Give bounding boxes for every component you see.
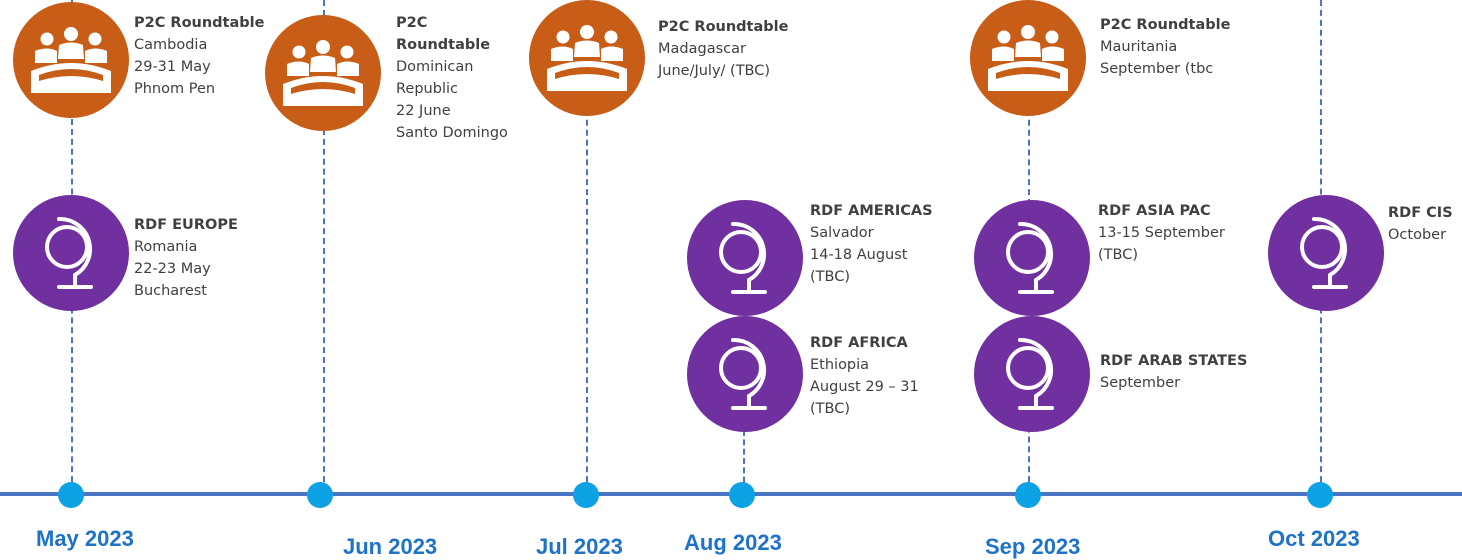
event-title: P2C Roundtable	[134, 15, 265, 31]
event-rdf-asiapac: RDF ASIA PAC 13-15 September (TBC)	[1098, 200, 1225, 266]
event-rdf-cis: RDF CIS October	[1388, 202, 1453, 246]
event-line: Dominican	[396, 59, 474, 75]
month-label-jul: Jul 2023	[536, 534, 623, 559]
rdf-cis-circle	[1268, 195, 1384, 311]
globe-icon	[1006, 221, 1054, 294]
event-line: Mauritania	[1100, 39, 1178, 55]
event-line: September	[1100, 375, 1181, 391]
event-rdf-europe: RDF EUROPE Romania 22-23 May Bucharest	[134, 214, 238, 302]
event-line: 14-18 August	[810, 247, 908, 263]
p2c-madagascar-circle	[529, 0, 645, 116]
month-label-sep: Sep 2023	[985, 534, 1081, 559]
event-line: 22 June	[396, 103, 451, 119]
event-title: RDF AMERICAS	[810, 203, 933, 219]
event-title: Roundtable	[396, 37, 491, 53]
month-label-jun: Jun 2023	[343, 534, 438, 559]
event-line: 22-23 May	[134, 261, 211, 277]
event-line: August 29 – 31	[810, 379, 919, 395]
event-line: October	[1388, 227, 1447, 243]
event-line: Romania	[134, 239, 198, 255]
p2c-mauritania-circle	[970, 0, 1086, 116]
p2c-cambodia-circle	[13, 2, 129, 118]
event-title: RDF ARAB STATES	[1100, 353, 1248, 369]
event-line: Salvador	[810, 225, 874, 241]
rdf-europe-circle	[13, 195, 129, 311]
event-title: P2C Roundtable	[658, 19, 789, 35]
event-p2c-dominican: P2C Roundtable Dominican Republic 22 Jun…	[396, 12, 508, 144]
people-icon	[547, 25, 627, 91]
rdf-asiapac-circle	[974, 200, 1090, 316]
event-rdf-africa: RDF AFRICA Ethiopia August 29 – 31 (TBC)	[810, 332, 919, 420]
event-p2c-cambodia: P2C Roundtable Cambodia 29-31 May Phnom …	[134, 12, 264, 100]
p2c-dominican-circle	[265, 15, 381, 131]
event-line: September (tbc	[1100, 61, 1214, 77]
event-rdf-arab: RDF ARAB STATES September	[1100, 350, 1247, 394]
globe-icon	[1300, 216, 1348, 289]
event-title: RDF CIS	[1388, 205, 1453, 221]
event-line: 13-15 September	[1098, 225, 1225, 241]
event-rdf-americas: RDF AMERICAS Salvador 14-18 August (TBC)	[810, 200, 933, 288]
event-line: Republic	[396, 81, 458, 97]
rdf-arab-circle	[974, 316, 1090, 432]
event-line: (TBC)	[810, 401, 850, 417]
rdf-africa-circle	[687, 316, 803, 432]
globe-icon	[719, 337, 767, 410]
event-title: RDF ASIA PAC	[1098, 203, 1211, 219]
event-line: (TBC)	[810, 269, 850, 285]
month-label-may: May 2023	[36, 526, 134, 551]
event-title: RDF AFRICA	[810, 335, 908, 351]
timeline-dot-jun	[307, 482, 333, 508]
event-line: Ethiopia	[810, 357, 870, 373]
globe-icon	[45, 216, 93, 289]
timeline-dot-oct	[1307, 482, 1333, 508]
event-line: Madagascar	[658, 41, 746, 57]
month-label-aug: Aug 2023	[684, 530, 782, 555]
globe-icon	[1006, 337, 1054, 410]
event-line: (TBC)	[1098, 247, 1138, 263]
event-line: Santo Domingo	[396, 125, 508, 141]
event-line: Phnom Pen	[134, 81, 216, 97]
month-label-oct: Oct 2023	[1268, 526, 1360, 551]
event-line: Cambodia	[134, 37, 208, 53]
people-icon	[283, 40, 363, 106]
globe-icon	[719, 221, 767, 294]
timeline-dot-aug	[729, 482, 755, 508]
timeline-dot-jul	[573, 482, 599, 508]
connector-aug	[743, 430, 745, 492]
people-icon	[988, 25, 1068, 91]
event-line: 29-31 May	[134, 59, 211, 75]
event-p2c-mauritania: P2C Roundtable Mauritania September (tbc	[1100, 14, 1230, 80]
timeline-dot-sep	[1015, 482, 1041, 508]
rdf-americas-circle	[687, 200, 803, 316]
event-line: June/July/ (TBC)	[658, 63, 771, 79]
connector-jun	[323, 0, 325, 492]
connector-jul	[586, 100, 588, 492]
event-title: P2C	[396, 15, 428, 31]
event-line: Bucharest	[134, 283, 207, 299]
event-p2c-madagascar: P2C Roundtable Madagascar June/July/ (TB…	[658, 16, 788, 82]
people-icon	[31, 27, 111, 93]
timeline-dot-may	[58, 482, 84, 508]
event-title: RDF EUROPE	[134, 217, 238, 233]
event-title: P2C Roundtable	[1100, 17, 1231, 33]
